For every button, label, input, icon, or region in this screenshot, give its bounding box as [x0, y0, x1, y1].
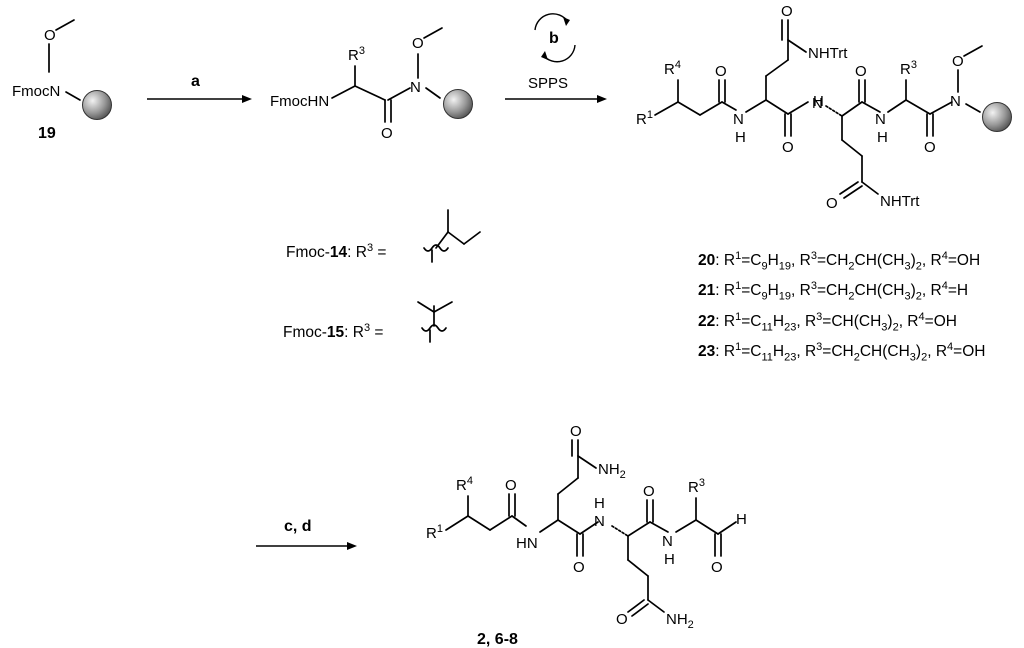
- fmoc-14-definition: Fmoc-14: R3 =: [286, 242, 387, 262]
- final-compound-numbers: 2, 6-8: [477, 631, 518, 648]
- r3-label: R3: [900, 59, 917, 78]
- atom-n: N: [662, 533, 673, 550]
- atom-o: O: [826, 195, 838, 212]
- reagent-cd: c, d: [284, 518, 312, 535]
- atom-o: O: [643, 483, 655, 500]
- r3-label: R3: [348, 45, 365, 64]
- protected-peptide-resin: R1 R4 O N H O NHTrt O H N O NHT: [636, 3, 1012, 212]
- side-chain-isopropyl: [417, 301, 453, 343]
- reagent-a: a: [191, 73, 200, 90]
- arrow-a: a: [147, 73, 252, 103]
- atom-o: O: [952, 53, 964, 70]
- atom-o: O: [855, 63, 867, 80]
- nhtrt-label: NHTrt: [880, 193, 920, 210]
- arrow-cd: c, d: [256, 518, 357, 550]
- product-row: 20: R1=C9H19, R3=CH2CH(CH3)2, R4=OH: [698, 250, 981, 273]
- spps-label: SPPS: [528, 75, 568, 92]
- fmocn-label: FmocN: [12, 83, 60, 100]
- atom-o: O: [412, 35, 424, 52]
- compound-19: O FmocN 19: [12, 19, 112, 142]
- atom-n: N: [812, 95, 823, 112]
- nh2-label: NH2: [598, 461, 626, 481]
- nh2-label: NH2: [666, 611, 694, 631]
- atom-n: N: [950, 93, 961, 110]
- atom-h: H: [813, 93, 824, 110]
- resin-bead: [443, 89, 473, 119]
- atom-o: O: [573, 559, 585, 576]
- product-row: 23: R1=C11H23, R3=CH2CH(CH3)2, R4=OH: [698, 340, 986, 363]
- side-chain-isobutyl: [423, 209, 481, 263]
- compound-number: 19: [38, 125, 56, 142]
- atom-n: N: [594, 513, 605, 530]
- r1-label: R1: [636, 109, 653, 128]
- product-row: 22: R1=C11H23, R3=CH(CH3)2, R4=OH: [698, 310, 957, 333]
- hn-label: HN: [516, 535, 538, 552]
- atom-n: N: [733, 111, 744, 128]
- atom-h: H: [736, 511, 747, 528]
- reagent-b: b: [549, 30, 559, 47]
- r1-label: R1: [426, 523, 443, 542]
- resin-bead: [982, 102, 1012, 132]
- atom-h: H: [735, 129, 746, 146]
- resin-bead: [82, 90, 112, 120]
- atom-o: O: [505, 477, 517, 494]
- nhtrt-label: NHTrt: [808, 45, 848, 62]
- atom-o: O: [44, 27, 56, 44]
- arrow-b-spps: b SPPS: [505, 13, 607, 103]
- intermediate-weinreb-resin: FmocHN R3 O N O: [270, 27, 473, 142]
- cycle-arrowhead: [541, 51, 548, 60]
- atom-o: O: [616, 611, 628, 628]
- atom-o: O: [381, 125, 393, 142]
- atom-o: O: [711, 559, 723, 576]
- atom-n: N: [410, 79, 421, 96]
- fmochn-label: FmocHN: [270, 93, 329, 110]
- r3-label: R3: [688, 477, 705, 496]
- fmoc-15-definition: Fmoc-15: R3 =: [283, 322, 384, 342]
- atom-h: H: [594, 495, 605, 512]
- product-row: 21: R1=C9H19, R3=CH2CH(CH3)2, R4=H: [698, 280, 969, 303]
- atom-o: O: [924, 139, 936, 156]
- atom-o: O: [715, 63, 727, 80]
- cycle-arrowhead: [563, 17, 570, 26]
- atom-h: H: [664, 551, 675, 568]
- products-table: 20: R1=C9H19, R3=CH2CH(CH3)2, R4=OH 21: …: [698, 246, 985, 367]
- atom-h: H: [877, 129, 888, 146]
- peptide-aldehyde: R1 R4 O HN O NH2 O H N O NH2: [426, 423, 747, 631]
- atom-n: N: [875, 111, 886, 128]
- atom-o: O: [570, 423, 582, 440]
- r4-label: R4: [664, 59, 681, 78]
- atom-o: O: [781, 3, 793, 20]
- r4-label: R4: [456, 475, 473, 494]
- atom-o: O: [782, 139, 794, 156]
